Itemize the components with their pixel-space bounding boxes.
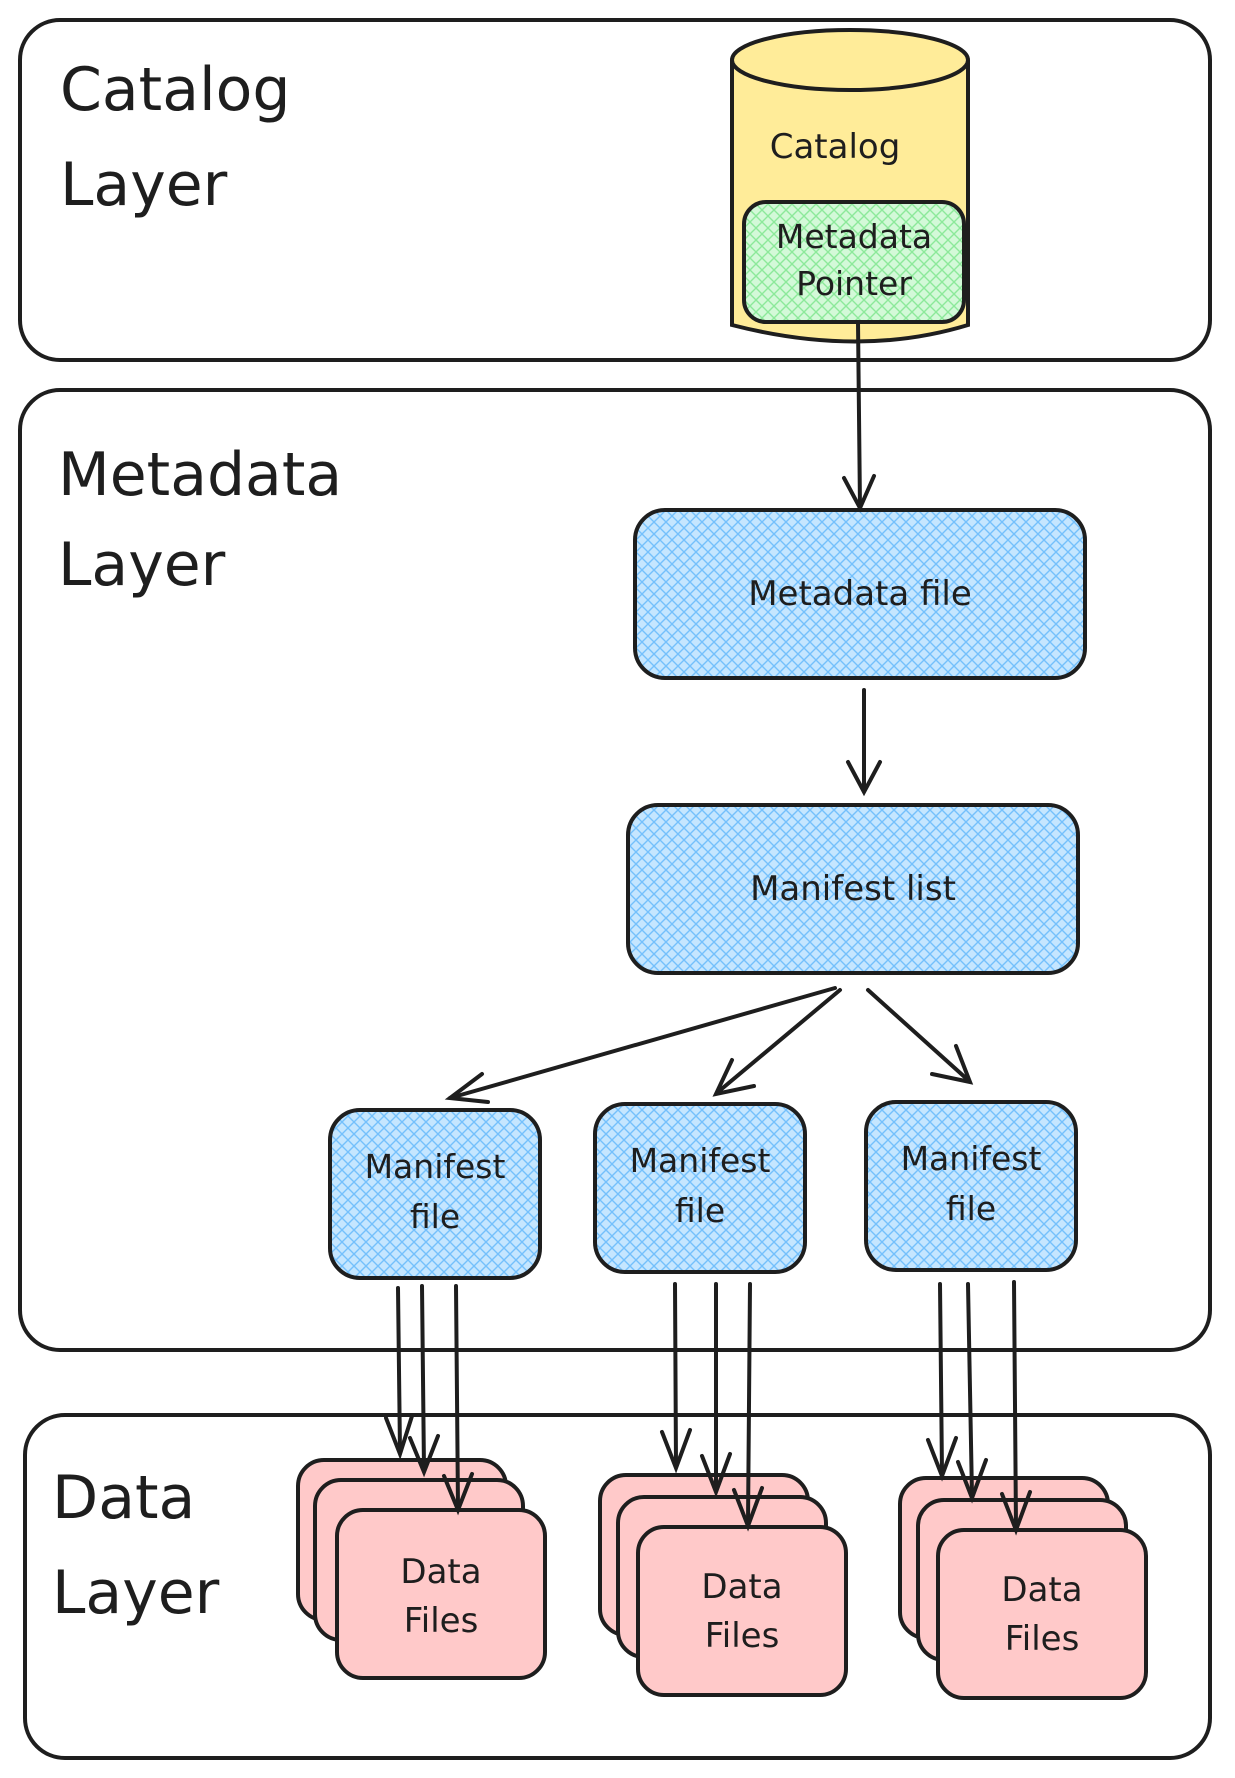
metadata-layer: Metadata Layer Metadata file Manifest li… [18,388,1212,1352]
data-files-line1: Data [701,1567,782,1607]
metadata-file-label: Metadata file [748,574,972,614]
arrows-manifest-file-1-to-data-files [384,1284,474,1516]
catalog-layer-title-line2: Layer [60,150,228,220]
data-files-line2: Files [404,1601,479,1641]
data-files-line1: Data [1001,1570,1082,1610]
data-files-line2: Files [1005,1619,1080,1659]
data-file-stack: Data Files [898,1476,1148,1700]
arrows [384,320,1032,1536]
data-files-line2: Files [705,1616,780,1656]
catalog-cylinder-label: Catalog [770,127,901,167]
metadata-file-box: Metadata file [633,508,1087,680]
arrow-manifest-list-to-manifest-file-1 [444,986,837,1104]
metadata-pointer-line1: Metadata [776,217,932,256]
data-layer-title-line1: Data [52,1463,195,1533]
metadata-layer-panel [18,388,1212,1352]
data-layer-panel [23,1413,1212,1760]
manifest-file-box: Manifest file [593,1102,807,1274]
catalog-layer-title-line1: Catalog [60,55,290,125]
manifest-list-label: Manifest list [750,869,956,909]
manifest-file-line2: file [675,1191,725,1230]
data-file-stack: Data Files [598,1473,848,1697]
data-layer-title-line2: Layer [52,1558,220,1628]
manifest-file-line2: file [946,1189,996,1228]
arrows-manifest-file-3-to-data-files [926,1280,1032,1536]
metadata-layer-title-line2: Layer [58,530,226,600]
metadata-pointer-line2: Pointer [796,264,912,303]
arrow-pointer-to-metadata-file [842,320,876,513]
metadata-layer-title-line1: Metadata [58,440,342,510]
manifest-file-line1: Manifest [630,1141,771,1180]
manifest-file-line1: Manifest [365,1147,506,1186]
catalog-layer-panel [18,18,1212,362]
data-file-stack: Data Files [296,1458,547,1680]
manifest-list-box: Manifest list [626,803,1080,975]
arrows-manifest-file-2-to-data-files [660,1282,764,1532]
manifest-file-line2: file [410,1197,460,1236]
catalog-layer: Catalog Layer Catalog Metadata Pointer [18,18,1212,362]
manifest-file-box: Manifest file [328,1108,542,1280]
manifest-file-box: Manifest file [864,1100,1078,1272]
data-layer: Data Layer Data Files Data Files Data Fi… [23,1413,1212,1760]
arrow-metadata-file-to-manifest-list [846,688,882,797]
arrow-manifest-list-to-manifest-file-3 [866,988,974,1085]
manifest-file-line1: Manifest [901,1139,1042,1178]
data-files-line1: Data [400,1552,481,1592]
arrow-manifest-list-to-manifest-file-2 [712,988,842,1097]
metadata-pointer: Metadata Pointer [742,200,966,324]
